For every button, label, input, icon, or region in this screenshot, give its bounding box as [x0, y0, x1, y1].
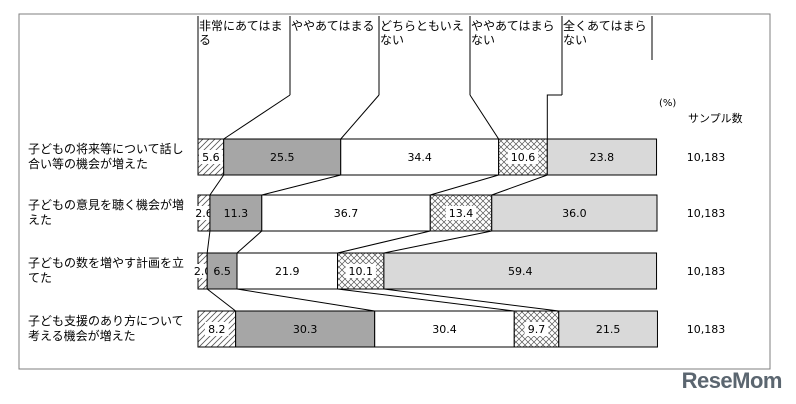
connector-line [383, 230, 492, 254]
data-label: 11.3 [224, 207, 249, 220]
data-label-bg [345, 264, 376, 278]
data-label-bg [445, 206, 477, 220]
data-label: 36.0 [562, 207, 587, 220]
connector-line [209, 174, 225, 196]
data-label: 10.6 [511, 151, 536, 164]
data-label: 34.4 [407, 151, 432, 164]
data-label-bg [507, 150, 539, 164]
legend-label-3: どちらともいえ [380, 19, 464, 33]
data-label-bg [198, 150, 223, 164]
category-label: 子どもの将来等について話し [28, 141, 184, 156]
bar-segment [340, 138, 500, 176]
connector-line [261, 174, 341, 196]
bar-segment [383, 252, 658, 290]
bar-segment [546, 138, 658, 176]
legend-leader [546, 94, 562, 139]
data-label: 5.6 [202, 151, 220, 164]
connector-line [383, 288, 559, 312]
bar-segment [261, 194, 431, 232]
category-label: 子どもの数を増やす計画を立 [28, 255, 184, 270]
resemom-logo: ReseMom [681, 368, 783, 393]
legend-label-1: る [199, 33, 211, 47]
sample-size: 10,183 [687, 265, 726, 278]
legend-leader [469, 94, 500, 140]
data-label: 8.2 [208, 323, 226, 336]
data-label: 21.5 [596, 323, 621, 336]
data-label: 10.1 [348, 265, 373, 278]
data-label: 2.6 [195, 207, 213, 220]
data-label-bg [524, 322, 549, 336]
sample-header: サンプル数 [688, 112, 743, 125]
data-label: 21.9 [275, 265, 300, 278]
data-label: 23.8 [590, 151, 615, 164]
connector-line [206, 288, 236, 312]
data-label: 36.7 [334, 207, 359, 220]
bar-segment [491, 194, 658, 232]
category-label: てた [28, 271, 52, 285]
category-label: えた [28, 213, 52, 227]
legend-label-4: ややあてはまら [471, 19, 555, 33]
legend-label-3: ない [380, 33, 404, 47]
legend-label-4: ない [471, 33, 495, 47]
legend-label-5: 全くあてはまら [563, 18, 647, 33]
category-label: 子どもの意見を聴く機会が増 [28, 197, 184, 212]
category-label: 合い等の機会が増えた [28, 156, 148, 171]
data-label-bg [204, 322, 229, 336]
chart-frame [18, 13, 771, 370]
bar-segment [558, 310, 658, 348]
legend-leader [340, 94, 380, 140]
data-label: 13.4 [449, 207, 474, 220]
bar-segment [236, 252, 339, 290]
connector-line [206, 230, 211, 254]
bar-segment [374, 310, 515, 348]
legend-label-2: ややあてはまる [291, 19, 375, 33]
bar-segment [235, 310, 376, 348]
sample-size: 10,183 [687, 151, 726, 164]
legend-label-5: ない [563, 33, 587, 47]
data-label: 30.4 [432, 323, 457, 336]
data-label: 6.5 [213, 265, 231, 278]
connector-line [236, 288, 375, 312]
bar-segment [223, 138, 342, 176]
category-label: 子ども支援のあり方について [28, 313, 184, 328]
legend-leader [223, 94, 291, 140]
data-label: 9.7 [528, 323, 546, 336]
data-label: 59.4 [508, 265, 533, 278]
connector-line [491, 174, 548, 196]
connector-line [337, 288, 515, 312]
legend-label-1: 非常にあてはま [199, 19, 283, 33]
connector-line [236, 230, 263, 254]
data-label: 25.5 [270, 151, 295, 164]
unit-label: (%) [659, 98, 676, 109]
connector-line [430, 174, 499, 196]
connector-line [337, 230, 431, 254]
category-label: 考える機会が増えた [28, 328, 136, 343]
sample-size: 10,183 [687, 323, 726, 336]
sample-size: 10,183 [687, 207, 726, 220]
data-label: 30.3 [293, 323, 318, 336]
